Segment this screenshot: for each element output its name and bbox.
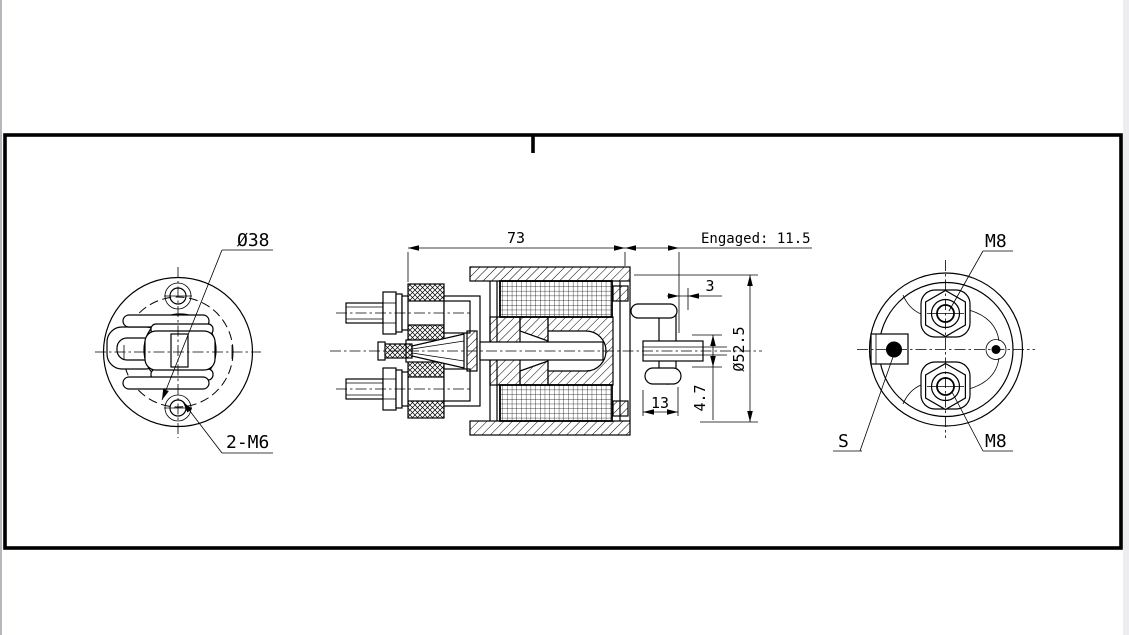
fork-dim: 13 xyxy=(651,394,669,412)
fork-lever-front xyxy=(106,313,217,390)
travel-dim: 4.7 xyxy=(691,384,709,411)
front-view: Ø38 2-M6 xyxy=(95,230,273,454)
front-view-callouts: Ø38 2-M6 xyxy=(161,230,273,454)
s-terminal xyxy=(870,333,909,365)
terminal-bottom-label: M8 xyxy=(985,431,1007,452)
mounting-holes xyxy=(164,282,192,422)
bolt-circle-label: Ø38 xyxy=(237,230,270,251)
coil-winding-bottom xyxy=(499,384,613,422)
length-dim: 73 xyxy=(507,229,525,247)
engaged-dim: Engaged: 11.5 xyxy=(701,231,811,247)
dimensions: 73 Engaged: 11.5 3 Ø52.5 13 4.7 xyxy=(407,229,812,423)
window-left-edge xyxy=(0,0,2,635)
gap-dim: 3 xyxy=(705,277,714,295)
tapped-holes-label: 2-M6 xyxy=(226,432,269,453)
body-dia-dim: Ø52.5 xyxy=(730,326,748,371)
scrollbar-track[interactable] xyxy=(1123,0,1129,635)
end-view: M8 M8 S xyxy=(833,231,1035,452)
coil-winding-top xyxy=(499,280,613,318)
terminal-top-label: M8 xyxy=(985,231,1007,252)
end-view-callouts: M8 M8 S xyxy=(833,231,1013,452)
switch-terminal-label: S xyxy=(838,431,849,452)
section-view xyxy=(330,266,762,436)
sheet-frame xyxy=(3,133,1123,550)
